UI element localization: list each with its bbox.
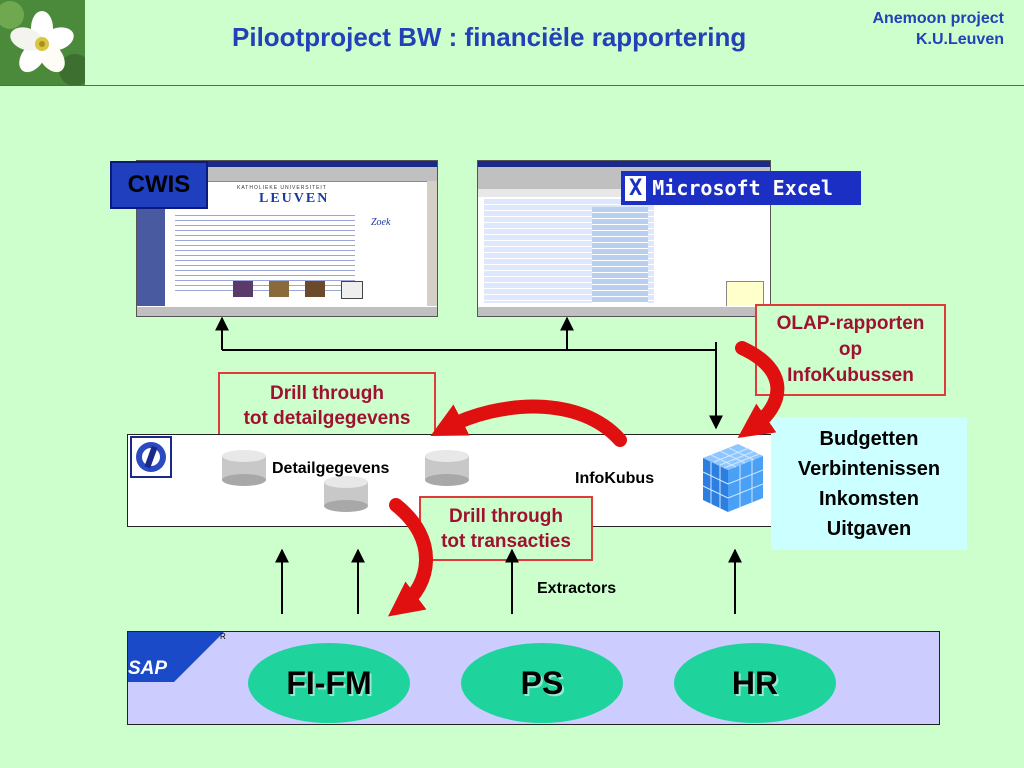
module-hr: HR bbox=[674, 643, 836, 723]
drill-transacties-box: Drill through tot transacties bbox=[419, 496, 593, 561]
olap-line-2: op bbox=[838, 339, 863, 360]
extractors-label: Extractors bbox=[537, 580, 617, 597]
info-icon bbox=[130, 436, 172, 478]
olap-line-3: InfoKubussen bbox=[787, 365, 914, 386]
red-drill-arrows bbox=[388, 341, 785, 617]
olap-box: OLAP-rapporten op InfoKubussen bbox=[755, 304, 946, 396]
excel-banner: X Microsoft Excel bbox=[621, 171, 861, 205]
cwis-label: CWIS bbox=[110, 161, 208, 209]
drill-trans-line-2: tot transacties bbox=[441, 530, 571, 552]
zoek-label: Zoek bbox=[371, 217, 391, 228]
measure-item: Budgetten bbox=[819, 427, 919, 450]
measure-item: Uitgaven bbox=[826, 517, 912, 540]
org-line-1: Anemoon project bbox=[872, 10, 1004, 27]
sap-registered-mark: R bbox=[220, 632, 226, 641]
leuven-logo-top: KATHOLIEKE UNIVERSITEIT bbox=[237, 185, 327, 191]
infokubus-cube-icon bbox=[693, 438, 773, 523]
module-ps: PS bbox=[461, 643, 623, 723]
measures-box: Budgetten Verbintenissen Inkomsten Uitga… bbox=[771, 417, 967, 550]
database-icon bbox=[324, 476, 368, 517]
drill-detail-box: Drill through tot detailgegevens bbox=[218, 372, 436, 439]
measure-item: Inkomsten bbox=[818, 487, 920, 510]
flower-logo bbox=[0, 0, 85, 85]
excel-banner-text: Microsoft Excel bbox=[652, 176, 833, 200]
sap-logo-text: SAP bbox=[128, 658, 168, 679]
sap-logo bbox=[128, 632, 224, 682]
cwis-screenshot: KATHOLIEKE UNIVERSITEIT LEUVEN Zoek bbox=[136, 160, 438, 317]
infokubus-label: InfoKubus bbox=[575, 470, 655, 487]
org-label: Anemoon project K.U.Leuven bbox=[872, 8, 1004, 50]
measure-item: Verbintenissen bbox=[797, 457, 941, 480]
cwis-label-text: CWIS bbox=[127, 171, 191, 198]
leuven-logo: LEUVEN bbox=[259, 191, 330, 206]
org-line-2: K.U.Leuven bbox=[915, 31, 1004, 48]
olap-line-1: OLAP-rapporten bbox=[776, 313, 925, 334]
drill-detail-line-2: tot detailgegevens bbox=[243, 407, 411, 429]
header-divider bbox=[0, 85, 1024, 86]
drill-trans-line-1: Drill through bbox=[449, 505, 563, 527]
database-icon bbox=[425, 450, 469, 491]
excel-icon: X bbox=[625, 175, 647, 201]
drill-detail-line-1: Drill through bbox=[270, 382, 384, 404]
detailgegevens-label: Detailgegevens bbox=[272, 460, 390, 477]
connector-lines bbox=[215, 316, 742, 614]
module-fi-fm: FI-FM bbox=[248, 643, 410, 723]
database-icon bbox=[222, 450, 266, 491]
page-title: Pilootproject BW : financiële rapporteri… bbox=[232, 22, 747, 52]
